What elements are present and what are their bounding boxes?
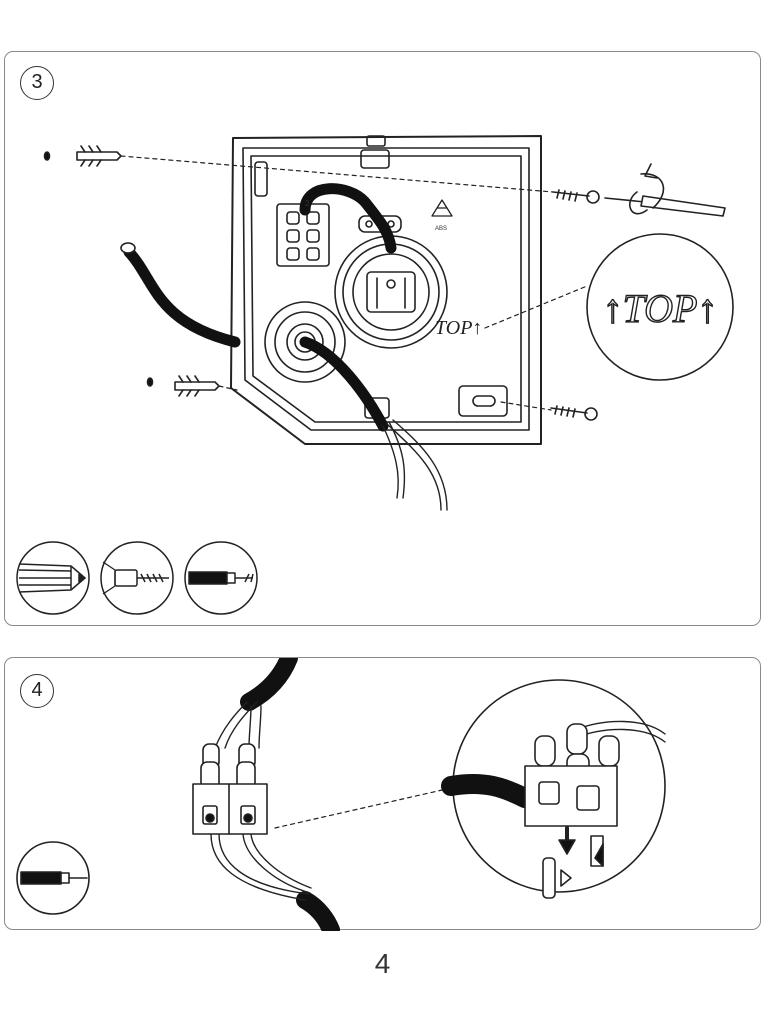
alignment-line [274, 787, 452, 829]
connector-detail [441, 720, 666, 899]
material-mark: ABS [435, 226, 447, 232]
mounting-illustration: 2 ABS TOP↑ ↑TOP↑ [16, 135, 734, 615]
page-number: 4 [374, 948, 391, 979]
alignment-line [120, 155, 588, 411]
top-callout-circle [586, 233, 734, 381]
drill-icon [100, 541, 174, 615]
wiring-illustration [16, 658, 666, 931]
cable [123, 183, 397, 432]
screwdriver-icon [184, 541, 258, 615]
terminal-connector [192, 743, 268, 835]
screwdriver-icon [16, 841, 90, 915]
screwdriver-large [604, 163, 726, 217]
terminal-mark: 2 [305, 199, 310, 208]
step-number-3: 3 [20, 66, 54, 100]
step-number-4: 4 [20, 674, 54, 708]
pencil-icon [16, 541, 90, 615]
cable [240, 658, 340, 931]
callout-top-label: ↑TOP↑ [603, 286, 718, 331]
wall-hole [120, 242, 136, 254]
wire [210, 701, 312, 901]
recycle-icon [431, 199, 453, 217]
box-top-label: TOP↑ [435, 317, 482, 339]
wire [382, 419, 448, 511]
cable-grommet [264, 301, 346, 383]
step-4-panel: 4 [4, 657, 761, 931]
screw-lower [550, 405, 598, 421]
screw-upper [552, 189, 600, 204]
step-3-panel: 3 [4, 51, 761, 626]
wall-plug-upper [43, 145, 122, 167]
mounting-box [230, 135, 542, 445]
wall-plug-lower [146, 375, 220, 397]
